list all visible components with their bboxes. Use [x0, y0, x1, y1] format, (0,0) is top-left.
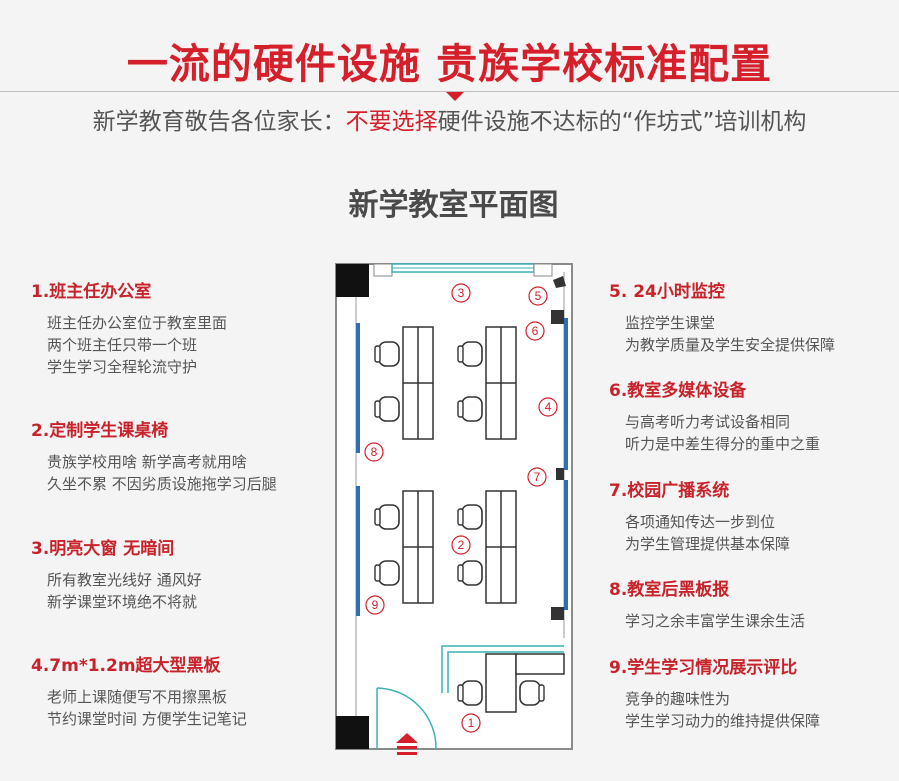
- plan-marker-label: 7: [534, 470, 541, 484]
- feature-8: 8.教室后黑板报 学习之余丰富学生课余生活: [609, 579, 805, 632]
- feature-line: 所有教室光线好 通风好: [47, 571, 202, 589]
- feature-heading: 5. 24小时监控: [609, 282, 725, 302]
- plan-marker-5: 5: [528, 286, 548, 306]
- feature-line: 久坐不累 不因劣质设施拖学习后腿: [47, 475, 277, 493]
- plan-marker-label: 1: [468, 716, 475, 730]
- plan-marker-label: 6: [532, 324, 539, 338]
- feature-9: 9.学生学习情况展示评比 竞争的趣味性为 学生学习动力的维持提供保障: [609, 657, 820, 732]
- desk-group-upper: [402, 326, 517, 440]
- camera: [553, 276, 566, 288]
- feature-desc: 所有教室光线好 通风好 新学课堂环境绝不将就: [31, 569, 202, 613]
- feature-2: 2.定制学生课桌椅 贵族学校用啥 新学高考就用啥 久坐不累 不因劣质设施拖学习后…: [31, 420, 277, 495]
- page-title: 一流的硬件设施 贵族学校标准配置: [126, 40, 773, 88]
- feature-line: 监控学生课堂: [625, 314, 716, 332]
- blackboard-back: [564, 318, 568, 470]
- feature-heading: 6.教室多媒体设备: [609, 381, 747, 401]
- plan-marker-1: 1: [461, 713, 481, 733]
- feature-4: 4.7m*1.2m超大型黑板 老师上课随便写不用擦黑板 节约课堂时间 方便学生记…: [31, 655, 247, 730]
- corner-pillar: [336, 716, 369, 749]
- feature-heading: 2.定制学生课桌椅: [31, 421, 169, 441]
- feature-line: 学生学习全程轮流守护: [47, 358, 198, 376]
- feature-line: 为教学质量及学生安全提供保障: [625, 336, 836, 354]
- page-subtitle: 新学教育敬告各位家长：不要选择硬件设施不达标的“作坊式”培训机构: [0, 106, 899, 138]
- feature-desc: 学习之余丰富学生课余生活: [609, 610, 805, 632]
- feature-line: 听力是中差生得分的重中之重: [625, 435, 821, 453]
- feature-desc: 竞争的趣味性为 学生学习动力的维持提供保障: [609, 688, 820, 732]
- plan-marker-3: 3: [451, 283, 471, 303]
- feature-line: 各项通知传达一步到位: [625, 513, 776, 531]
- feature-desc: 与高考听力考试设备相同 听力是中差生得分的重中之重: [609, 411, 820, 455]
- feature-line: 学生学习动力的维持提供保障: [625, 712, 821, 730]
- feature-desc: 监控学生课堂 为教学质量及学生安全提供保障: [609, 312, 835, 356]
- corner-pillar: [336, 264, 369, 297]
- feature-line: 竞争的趣味性为: [625, 690, 731, 708]
- broadcast-speaker: [556, 468, 564, 480]
- feature-7: 7.校园广播系统 各项通知传达一步到位 为学生管理提供基本保障: [609, 480, 790, 555]
- feature-heading: 4.7m*1.2m超大型黑板: [31, 656, 221, 676]
- plan-marker-9: 9: [365, 595, 385, 615]
- plan-marker-label: 3: [458, 286, 465, 300]
- plan-marker-2: 2: [451, 535, 471, 555]
- feature-line: 学习之余丰富学生课余生活: [625, 612, 806, 630]
- feature-heading: 8.教室后黑板报: [609, 580, 730, 600]
- plan-marker-label: 2: [458, 538, 465, 552]
- entrance-arrow-icon: [396, 733, 418, 755]
- feature-line: 老师上课随便写不用擦黑板: [47, 688, 228, 706]
- classroom-floor-plan: 1 2 3 4 5 6 7 8 9: [335, 263, 573, 755]
- subtitle-highlight: 不要选择: [345, 109, 438, 135]
- feature-1: 1.班主任办公室 班主任办公室位于教室里面 两个班主任只带一个班 学生学习全程轮…: [31, 281, 227, 378]
- title-divider: [0, 91, 899, 92]
- blackboard-back: [564, 480, 568, 610]
- feature-heading: 7.校园广播系统: [609, 481, 730, 501]
- blackboard-front: [356, 323, 360, 453]
- feature-desc: 老师上课随便写不用擦黑板 节约课堂时间 方便学生记笔记: [31, 686, 247, 730]
- plan-marker-4: 4: [538, 397, 558, 417]
- office-partition: [441, 645, 564, 693]
- feature-desc: 班主任办公室位于教室里面 两个班主任只带一个班 学生学习全程轮流守护: [31, 312, 227, 378]
- feature-heading: 9.学生学习情况展示评比: [609, 658, 798, 678]
- feature-line: 与高考听力考试设备相同: [625, 413, 791, 431]
- board-marker: [551, 607, 564, 620]
- plan-marker-8: 8: [364, 442, 384, 462]
- plan-marker-6: 6: [525, 321, 545, 341]
- feature-line: 节约课堂时间 方便学生记笔记: [47, 710, 247, 728]
- office-desk: [485, 653, 517, 713]
- subtitle-post: 硬件设施不达标的“作坊式”培训机构: [437, 109, 807, 135]
- feature-line: 新学课堂环境绝不将就: [47, 593, 198, 611]
- feature-heading: 1.班主任办公室: [31, 282, 152, 302]
- feature-line: 两个班主任只带一个班: [47, 336, 198, 354]
- feature-heading: 3.明亮大窗 无暗间: [31, 539, 175, 559]
- plan-marker-label: 9: [372, 598, 379, 612]
- feature-line: 为学生管理提供基本保障: [625, 535, 791, 553]
- feature-line: 班主任办公室位于教室里面: [47, 314, 228, 332]
- feature-line: 贵族学校用啥 新学高考就用啥: [47, 453, 247, 471]
- plan-marker-label: 4: [545, 400, 552, 414]
- feature-6: 6.教室多媒体设备 与高考听力考试设备相同 听力是中差生得分的重中之重: [609, 380, 820, 455]
- feature-3: 3.明亮大窗 无暗间 所有教室光线好 通风好 新学课堂环境绝不将就: [31, 538, 202, 613]
- desk-group-lower: [402, 490, 517, 604]
- plan-marker-label: 5: [535, 289, 542, 303]
- feature-desc: 贵族学校用啥 新学高考就用啥 久坐不累 不因劣质设施拖学习后腿: [31, 451, 277, 495]
- floor-plan-title: 新学教室平面图: [348, 188, 559, 223]
- feature-desc: 各项通知传达一步到位 为学生管理提供基本保障: [609, 511, 790, 555]
- plan-marker-label: 8: [371, 445, 378, 459]
- divider-pointer: [446, 92, 464, 101]
- feature-5: 5. 24小时监控 监控学生课堂 为教学质量及学生安全提供保障: [609, 281, 835, 356]
- multimedia-device: [551, 310, 564, 324]
- subtitle-pre: 新学教育敬告各位家长：: [92, 109, 346, 135]
- plan-marker-7: 7: [527, 467, 547, 487]
- blackboard-front: [356, 486, 360, 616]
